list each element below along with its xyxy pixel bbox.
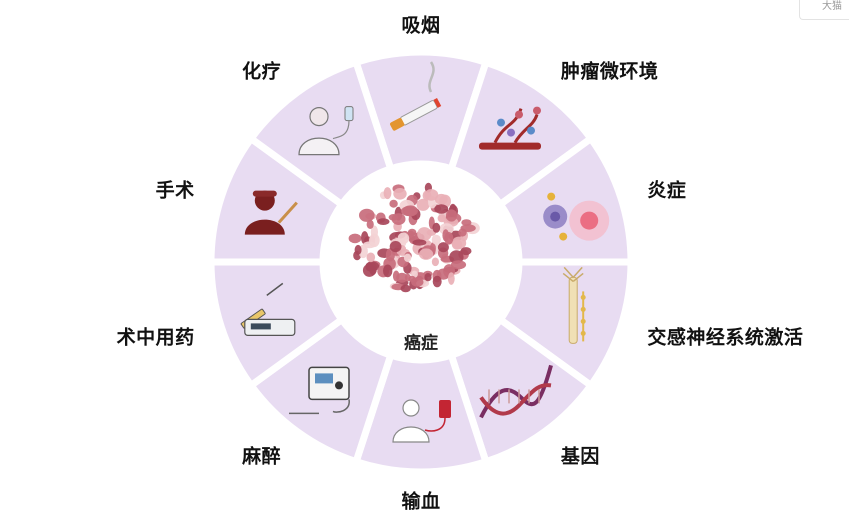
label-surgery: 手术 — [155, 179, 195, 201]
surgeon-icon — [244, 190, 298, 235]
spinal-nerve-icon — [562, 266, 586, 344]
cigarette-icon — [390, 61, 442, 131]
label-smoking: 吸烟 — [401, 14, 441, 37]
chemotherapy-patient-icon — [298, 106, 354, 156]
label-sympathetic-activation: 交感神经系统激活 — [647, 326, 804, 348]
segment-chemotherapy — [246, 57, 396, 210]
tumor-microenvironment-icon — [479, 106, 541, 150]
blood-transfusion-icon — [392, 399, 451, 443]
syringe-infusion-pump-icon — [240, 282, 296, 336]
label-inflammation: 炎症 — [647, 179, 687, 201]
label-chemotherapy: 化疗 — [242, 60, 282, 82]
dna-helix-icon — [479, 364, 553, 419]
tumor-cluster-icon — [348, 182, 480, 293]
anesthesia-machine-icon — [289, 366, 350, 415]
corner-widget: 大猫 — [799, 0, 849, 20]
center-label: 癌症 — [404, 333, 438, 354]
label-transfusion: 输血 — [401, 490, 441, 513]
label-tumor-microenvironment: 肿瘤微环境 — [560, 60, 659, 82]
inflammation-cells-icon — [543, 192, 610, 241]
label-genes: 基因 — [560, 445, 600, 467]
segments — [207, 48, 635, 476]
label-intraop-drugs: 术中用药 — [116, 326, 195, 348]
label-anesthesia: 麻醉 — [242, 445, 282, 467]
